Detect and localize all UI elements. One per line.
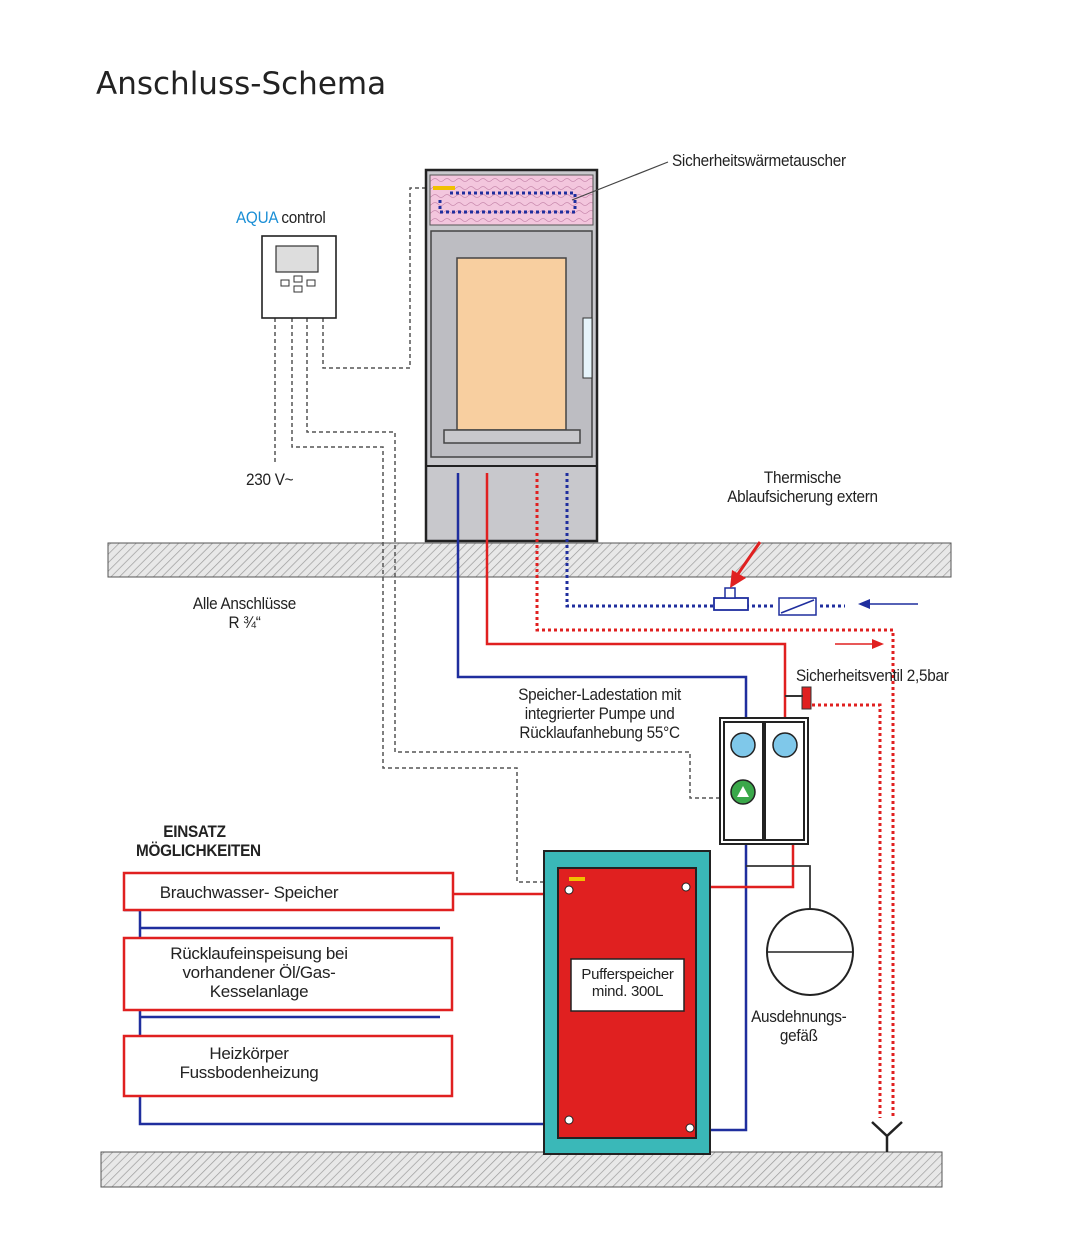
control-wiring (274, 187, 722, 883)
aqua-control-label: AQUA control (236, 208, 326, 227)
charging-station-line-3: Rücklaufanhebung 55°C (519, 723, 680, 742)
expansion-vessel-label: Ausdehnungs- gefäß (743, 1007, 855, 1045)
uses-heading: EINSATZ MÖGLICHKEITEN (136, 822, 261, 860)
uses-heading-line-2: MÖGLICHKEITEN (136, 841, 261, 860)
buffer-tank-line-1: Pufferspeicher (581, 966, 674, 983)
expansion-vessel-line-1: Ausdehnungs- (751, 1007, 847, 1026)
use-return-feed-label: Rücklaufeinspeisung bei vorhandener Öl/G… (124, 944, 394, 1001)
buffer-tank-line-2: mind. 300L (591, 983, 664, 1000)
charging-station-line-2: integrierter Pumpe und (524, 704, 675, 723)
expansion-vessel (766, 908, 854, 996)
connections-line-2: R ¾“ (228, 613, 261, 632)
page-title: Anschluss-Schema (96, 66, 387, 102)
thermal-valve (713, 587, 749, 611)
connections-line-1: Alle Anschlüsse (192, 594, 297, 613)
buffer-tank-label: Pufferspeicher mind. 300L (571, 966, 684, 1000)
charging-station-label: Speicher-Ladestation mit integrierter Pu… (497, 685, 702, 742)
drain-funnel (871, 1121, 903, 1152)
uses-heading-line-1: EINSATZ (163, 822, 226, 841)
floor-upper (107, 542, 952, 578)
safety-outflow (535, 473, 895, 1118)
use-return-feed-line-3: Kesselanlage (209, 982, 309, 1001)
charging-station-line-1: Speicher-Ladestation mit (518, 685, 681, 704)
thermal-valve-line-2: Ablaufsicherung extern (727, 487, 878, 506)
heat-exchanger-coil (438, 191, 577, 214)
aqua-brand-text: AQUA (236, 208, 278, 227)
control-text: control (277, 208, 326, 227)
flow-arrows (730, 541, 918, 649)
filter-element (778, 597, 817, 616)
aqua-control-unit (261, 235, 337, 319)
safety-valve (785, 686, 812, 710)
vessel-pipe (746, 865, 811, 910)
use-heating-label: Heizkörper Fussbodenheizung (124, 1044, 374, 1082)
thermal-valve-line-1: Thermische (763, 468, 842, 487)
safety-valve-label: Sicherheitsventil 2,5bar (796, 666, 949, 685)
cold-water-inflow (565, 473, 845, 608)
voltage-label: 230 V~ (246, 470, 294, 489)
use-return-feed-line-2: vorhandener Öl/Gas- (182, 963, 336, 982)
use-heating-line-1: Heizkörper (209, 1044, 289, 1063)
exchanger-pointer (571, 161, 669, 201)
use-return-feed-line-1: Rücklaufeinspeisung bei (170, 944, 348, 963)
floor-lower (100, 1151, 943, 1188)
heat-exchanger-label: Sicherheitswärmetauscher (672, 151, 846, 170)
expansion-vessel-line-2: gefäß (779, 1026, 818, 1045)
connections-label: Alle Anschlüsse R ¾“ (186, 594, 303, 632)
charging-station (719, 717, 809, 845)
buffer-tank (543, 850, 711, 1155)
thermal-valve-label: Thermische Ablaufsicherung extern (708, 468, 897, 506)
stove (424, 168, 599, 543)
sensor-mark (433, 186, 455, 190)
use-hot-water-label: Brauchwasser- Speicher (159, 883, 339, 902)
use-case-boxes (122, 871, 455, 1098)
use-heating-line-2: Fussbodenheizung (179, 1063, 319, 1082)
